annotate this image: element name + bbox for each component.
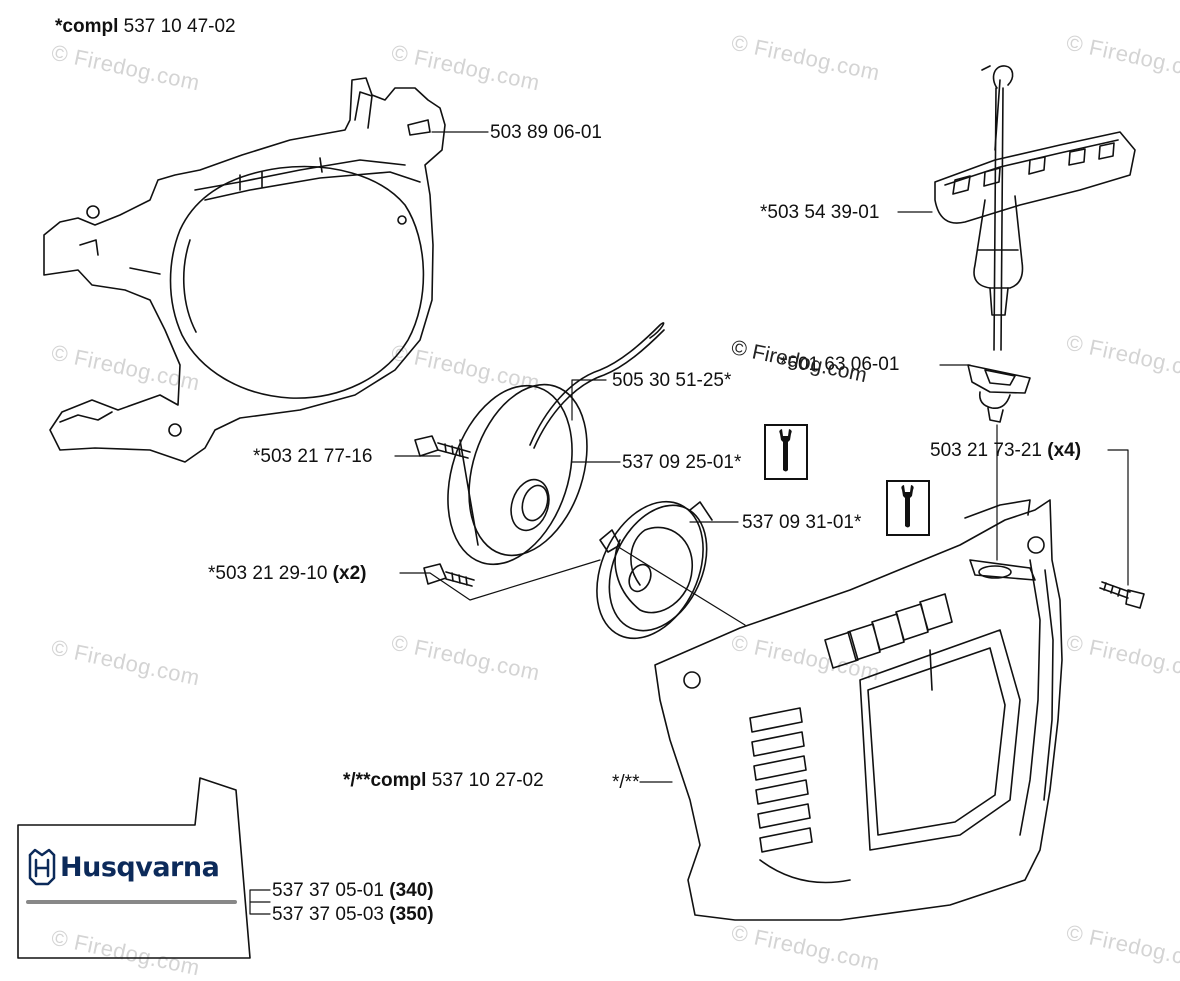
cover-callout: */** [612,772,640,793]
part-number: 537 09 25-01* [622,452,742,473]
handle-drawing [934,65,1136,351]
decal-brand: Husqvarna [60,852,220,883]
part-number: 503 21 73-21 [930,440,1042,461]
screw-spring-drawing [423,563,475,587]
part-label-cover[interactable]: */**compl 537 10 27-02 [343,770,544,792]
spring-drawing [596,500,713,640]
part-label-frame[interactable]: 503 89 06-01 [490,122,602,144]
assembly-header: *compl 537 10 47-02 [55,16,236,38]
rope-drawing [529,322,665,449]
part-label-screw-pulley[interactable]: *503 21 77-16 [253,446,372,468]
part-model: (350) [389,904,434,925]
leader-lines [249,131,1129,915]
wrench-icon [764,424,808,480]
part-number: 537 37 05-01 [272,880,384,901]
part-number: *503 54 39-01 [760,202,880,223]
part-model: (340) [389,880,434,901]
part-label-decal-350[interactable]: 537 37 05-03 (350) [272,904,434,926]
screw-cover-drawing [1099,581,1145,609]
husqvarna-crown-icon [28,848,56,886]
part-label-grommet[interactable]: *501 63 06-01 [780,354,899,376]
assembly-number: 537 10 47-02 [123,16,236,37]
wrench-icon [886,480,930,536]
assembly-prefix: *compl [55,16,119,37]
part-label-pulley[interactable]: 537 09 25-01* [622,452,741,474]
starter-frame-drawing [43,77,446,463]
part-number: 503 89 06-01 [490,122,602,143]
pulley-drawing [447,383,588,566]
part-number: *503 21 29-10 [208,563,328,584]
part-qty: (x4) [1047,440,1082,461]
part-number: *501 63 06-01 [780,354,900,375]
part-label-handle[interactable]: *503 54 39-01 [760,202,879,224]
part-qty: (x2) [332,563,367,584]
part-number: 537 37 05-03 [272,904,384,925]
part-number: 537 09 31-01* [742,512,862,533]
part-number: *503 21 77-16 [253,446,373,467]
part-prefix: */**compl [343,770,427,791]
part-number: 505 30 51-25* [612,370,732,391]
part-number: 537 10 27-02 [431,770,544,791]
decal-drawing [17,777,251,959]
screw-pulley-drawing [414,435,471,459]
part-label-screw-spring[interactable]: *503 21 29-10 (x2) [208,563,366,585]
part-label-screw-cover[interactable]: 503 21 73-21 (x4) [930,440,1081,462]
part-label-decal-340[interactable]: 537 37 05-01 (340) [272,880,434,902]
part-label-rope[interactable]: 505 30 51-25* [612,370,731,392]
part-label-spring[interactable]: 537 09 31-01* [742,512,861,534]
grommet-drawing [967,364,1031,423]
starter-cover-drawing [654,499,1063,921]
